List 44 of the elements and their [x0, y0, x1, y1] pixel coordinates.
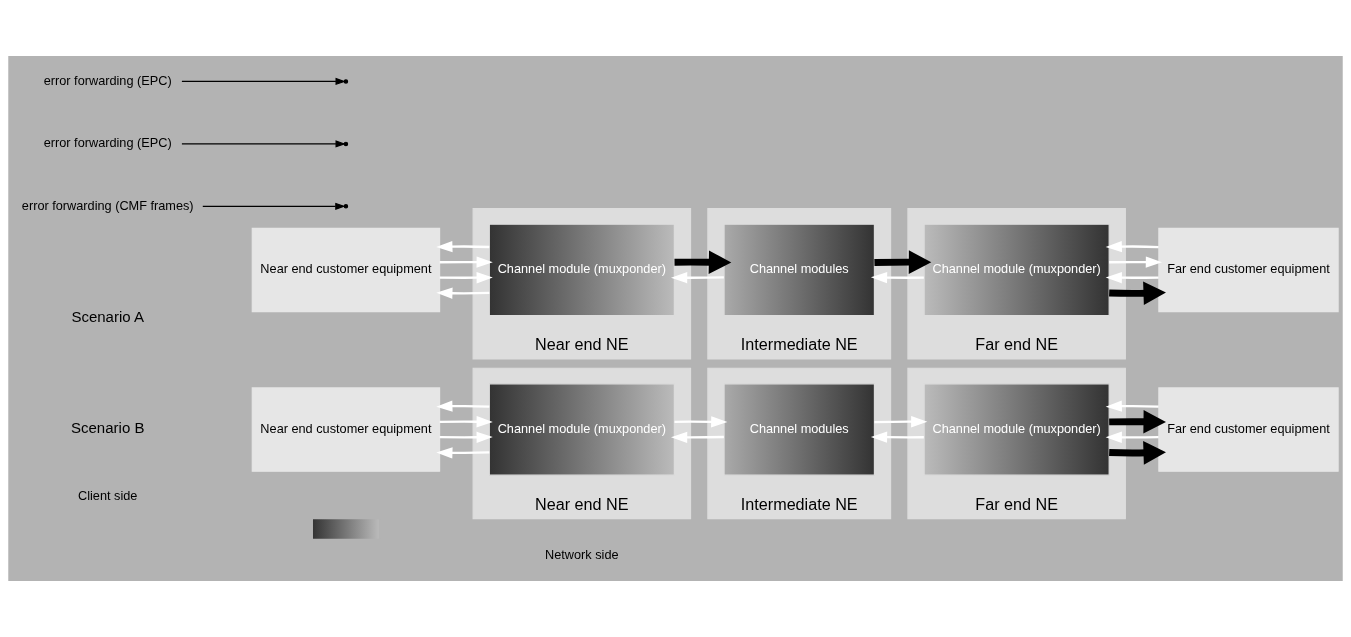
node-box: Near end customer equipment — [251, 387, 441, 472]
arrow — [436, 240, 490, 253]
arrow — [870, 431, 924, 443]
node-box: Channel module (muxponder) — [923, 223, 1110, 317]
arrow — [671, 431, 724, 443]
arrow — [1109, 441, 1166, 465]
arrow — [439, 431, 493, 443]
arrow — [674, 250, 732, 274]
arrow — [439, 272, 493, 284]
node-text: error forwarding (EPC) — [43, 72, 172, 88]
arrow — [436, 287, 490, 299]
arrow — [202, 202, 346, 210]
node-box: Channel module (muxponder) — [488, 223, 675, 317]
arrow — [674, 416, 728, 428]
arrow — [870, 271, 924, 284]
node-box: Channel modules — [723, 223, 875, 317]
arrow — [1109, 256, 1162, 268]
arrow — [1105, 240, 1159, 253]
node-box: Far end customer equipment — [1158, 387, 1339, 472]
node-box: Channel modules — [723, 383, 875, 476]
arrow — [1105, 431, 1159, 443]
label: Network side — [545, 546, 619, 562]
arrow — [436, 447, 490, 459]
arrow — [1109, 281, 1166, 306]
arrow — [181, 77, 346, 86]
node-box: Channel module (muxponder) — [923, 383, 1110, 476]
arrow — [671, 272, 724, 284]
label: Scenario A — [71, 308, 145, 326]
arrow — [181, 140, 346, 148]
arrow — [1109, 409, 1166, 434]
node-text: error forwarding (CMF frames) — [21, 197, 194, 213]
arrow — [1105, 272, 1159, 284]
arrow — [439, 256, 493, 268]
node-box: Far end customer equipment — [1158, 227, 1339, 313]
node-text: error forwarding (EPC) — [43, 135, 172, 151]
label: Scenario B — [70, 419, 145, 437]
arrow — [1105, 400, 1159, 412]
arrow — [439, 416, 493, 428]
arrow — [874, 416, 928, 428]
node-box: Near end customer equipment — [251, 227, 441, 313]
node-box: Channel module (muxponder) — [488, 383, 675, 476]
arrow — [874, 250, 932, 274]
arrow — [436, 400, 490, 412]
label: Client side — [78, 487, 138, 503]
